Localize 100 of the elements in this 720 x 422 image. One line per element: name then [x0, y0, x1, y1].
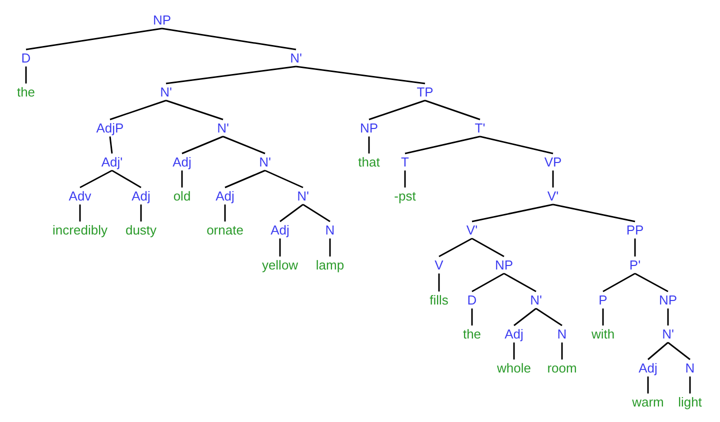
category-label: T [400, 154, 410, 170]
tree-branch [602, 272, 636, 292]
tree-branch [634, 272, 668, 292]
word-label: yellow [260, 258, 300, 272]
category-label: D [466, 292, 478, 308]
tree-branch [112, 170, 142, 188]
tree-branch [302, 204, 330, 222]
category-label: N [556, 326, 568, 342]
category-label: NP [658, 292, 678, 308]
tree-branch [667, 308, 669, 326]
category-label: D [20, 50, 32, 66]
tree-branch [404, 136, 480, 154]
tree-branch [504, 272, 536, 292]
category-label: N' [216, 120, 230, 136]
tree-branch [368, 136, 370, 154]
tree-branch [472, 272, 504, 292]
tree-branch [689, 376, 691, 394]
category-label: Adj [172, 154, 192, 170]
tree-branch [162, 28, 296, 50]
word-label: old [172, 188, 192, 204]
category-label: V' [465, 222, 479, 238]
tree-branch [513, 342, 515, 360]
category-label: N' [289, 50, 303, 66]
tree-branch [438, 274, 440, 292]
category-label: N [684, 360, 696, 376]
category-label: N [324, 222, 336, 238]
word-label: light [677, 394, 703, 410]
word-label: the [462, 326, 482, 342]
tree-branch [668, 342, 690, 360]
category-label: N' [159, 84, 173, 100]
tree-branch [424, 100, 480, 120]
tree-branch [224, 170, 266, 188]
tree-branch [514, 308, 536, 326]
category-label: Adv [68, 188, 92, 204]
category-label: Adj [638, 360, 658, 376]
tree-branch [472, 204, 554, 222]
tree-branch [561, 342, 563, 360]
word-label: the [16, 84, 36, 100]
category-label: N' [661, 326, 675, 342]
word-label: dusty [124, 222, 158, 238]
tree-branch [79, 204, 81, 222]
tree-branch [648, 342, 668, 360]
tree-branch [166, 66, 296, 84]
tree-branch [552, 170, 554, 188]
category-label: Adj [270, 222, 290, 238]
tree-branch [368, 100, 426, 120]
word-label: incredibly [52, 222, 108, 238]
tree-branch [110, 100, 166, 120]
category-label: Adj [504, 326, 524, 342]
category-label: P' [628, 258, 642, 272]
tree-branch [80, 170, 112, 188]
word-label: fills [428, 292, 450, 308]
word-label: -pst [393, 188, 417, 204]
tree-branch [647, 376, 649, 394]
tree-branch [166, 100, 224, 120]
tree-branch [438, 238, 472, 258]
word-label: lamp [314, 258, 346, 272]
tree-branch [602, 308, 604, 326]
tree-branch [280, 204, 304, 222]
category-label: PP [625, 222, 645, 238]
tree-branch [182, 136, 224, 154]
category-label: V [434, 258, 444, 272]
tree-branch [109, 136, 113, 154]
word-label: ornate [206, 222, 244, 238]
category-label: P [598, 292, 608, 308]
category-label: V' [546, 188, 560, 204]
category-label: N' [258, 154, 272, 170]
category-label: NP [358, 120, 380, 136]
word-label: warm [631, 394, 665, 410]
tree-branch [329, 238, 331, 256]
category-label: Adj [214, 188, 236, 204]
word-label: room [546, 360, 578, 376]
tree-branch [222, 136, 266, 154]
tree-branch [224, 204, 226, 222]
tree-branch [264, 170, 304, 188]
tree-branch [536, 308, 562, 326]
tree-branch [404, 170, 406, 188]
tree-branch [26, 28, 162, 50]
tree-branch [25, 66, 27, 84]
category-label: NP [494, 258, 514, 272]
category-label: VP [543, 154, 563, 170]
tree-branch [480, 136, 554, 154]
category-label: N' [296, 188, 310, 204]
category-label: Adj [130, 188, 152, 204]
tree-branch [472, 238, 504, 258]
category-label: NP [152, 12, 172, 28]
category-label: AdjP [95, 120, 125, 136]
tree-branch [552, 204, 636, 222]
category-label: TP [416, 84, 434, 100]
word-label: whole [496, 360, 532, 376]
tree-branch [471, 308, 473, 326]
tree-branch [279, 238, 281, 256]
tree-branch [634, 238, 636, 256]
category-label: N' [529, 292, 543, 308]
word-label: with [590, 326, 616, 342]
category-label: T' [474, 120, 486, 136]
tree-branch [140, 204, 142, 222]
tree-branch [181, 170, 183, 188]
category-label: Adj' [100, 154, 124, 170]
tree-branch [296, 66, 426, 84]
